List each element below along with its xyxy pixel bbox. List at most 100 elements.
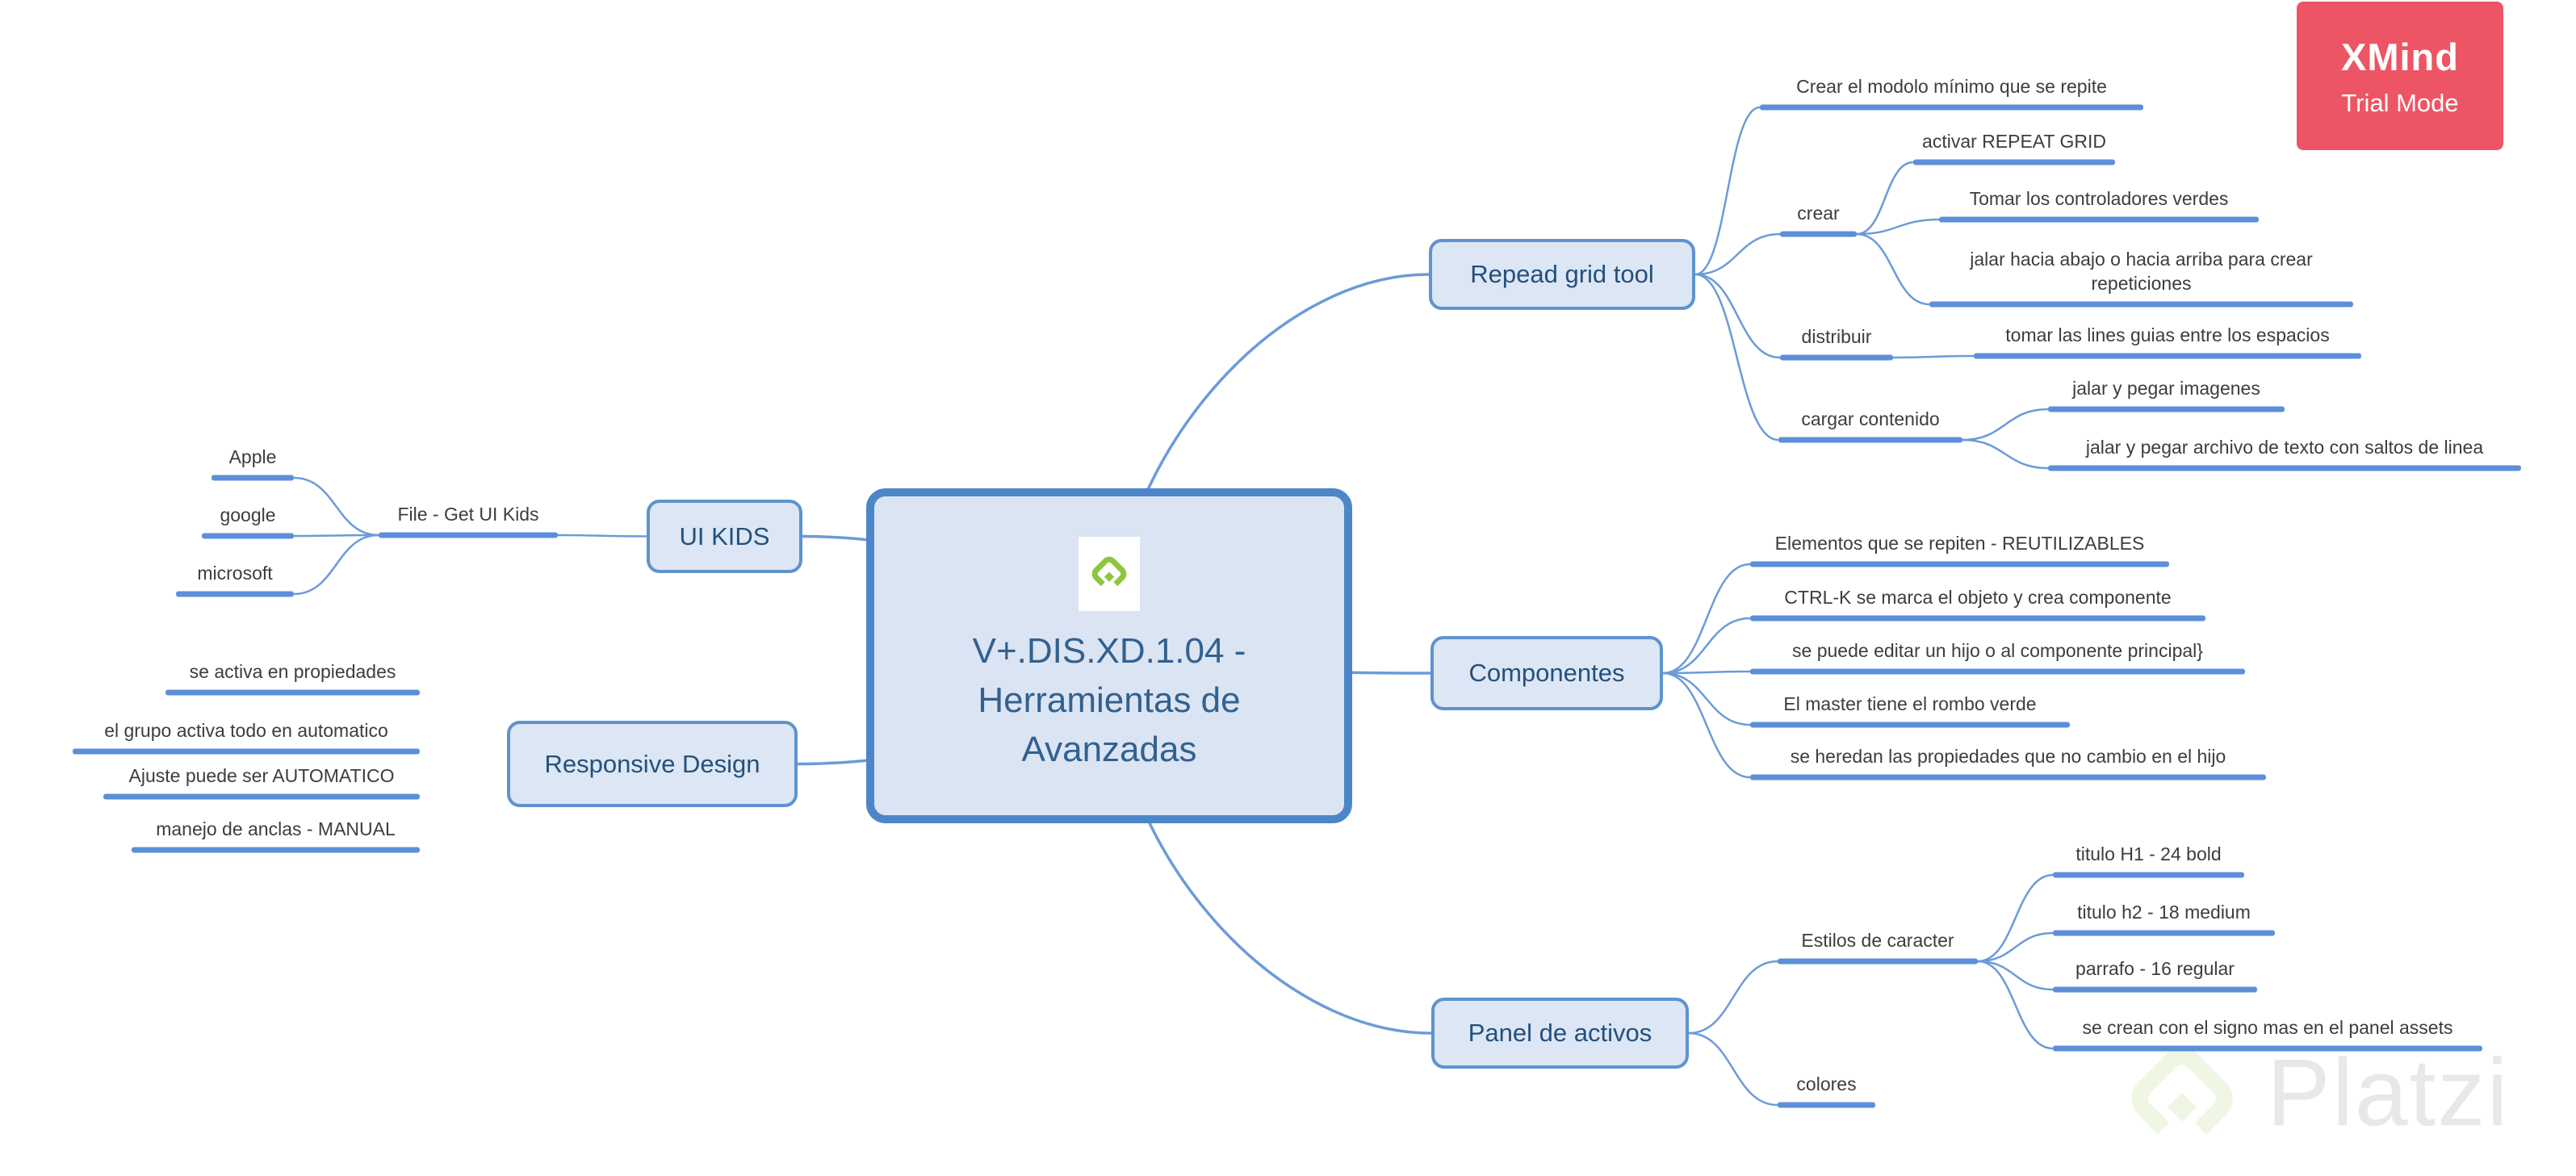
- topic-underline-comp2: [1750, 615, 2205, 621]
- branch-curve: [292, 534, 380, 596]
- topic-est3[interactable]: parrafo - 16 regular: [2075, 958, 2235, 980]
- topic-label-responsive: Responsive Design: [544, 749, 760, 778]
- branch-curve: [1661, 563, 1752, 675]
- topic-file[interactable]: File - Get UI Kids: [397, 504, 539, 525]
- topic-underline-cargar1: [2048, 406, 2285, 412]
- topic-est2[interactable]: titulo h2 - 18 medium: [2077, 902, 2251, 923]
- topic-underline-cargar: [1778, 437, 1962, 443]
- branch-curve: [1891, 354, 1975, 359]
- topic-underline-apple: [212, 475, 294, 481]
- branch-curve: [1855, 161, 1915, 236]
- branch-curve: [1694, 273, 1782, 359]
- xd-logo-image: [1079, 537, 1140, 612]
- topic-crear[interactable]: crear: [1797, 203, 1840, 224]
- topic-panel[interactable]: Panel de activos: [1431, 998, 1689, 1069]
- topic-underline-google: [202, 533, 294, 539]
- topic-central[interactable]: V+.DIS.XD.1.04 - Herramientas de Avanzad…: [866, 488, 1352, 823]
- platzi-diamond-icon: [2131, 1048, 2233, 1165]
- topic-label-uikids: UI KIDS: [679, 521, 770, 550]
- topic-google[interactable]: google: [220, 504, 276, 526]
- topic-underline-microsoft: [176, 591, 294, 597]
- branch-curve: [292, 476, 380, 537]
- topic-dist1[interactable]: tomar las lines guias entre los espacios: [2005, 324, 2330, 346]
- topic-underline-estilos: [1778, 958, 1978, 965]
- topic-crear1[interactable]: activar REPEAT GRID: [1922, 131, 2106, 153]
- topic-apple[interactable]: Apple: [228, 446, 277, 468]
- topic-componentes[interactable]: Componentes: [1430, 636, 1663, 710]
- branch-curve: [1661, 672, 1752, 726]
- topic-cargar1[interactable]: jalar y pegar imagenes: [2072, 378, 2260, 400]
- topic-underline-est1: [2053, 872, 2244, 878]
- topic-comp2[interactable]: CTRL-K se marca el objeto y crea compone…: [1784, 587, 2172, 609]
- topic-est1[interactable]: titulo H1 - 24 bold: [2075, 843, 2222, 865]
- xmind-badge-title: XMind: [2341, 35, 2459, 78]
- topic-cargar2[interactable]: jalar y pegar archivo de texto con salto…: [2085, 437, 2484, 458]
- topic-label-repead: Repead grid tool: [1470, 260, 1654, 288]
- topic-underline-resp2: [73, 748, 420, 755]
- topic-estilos[interactable]: Estilos de caracter: [1801, 930, 1954, 952]
- platzi-text-watermark: Platzi: [2267, 1040, 2510, 1146]
- topic-crear2[interactable]: Tomar los controladores verdes: [1969, 188, 2229, 210]
- topic-rg1[interactable]: Crear el modolo mínimo que se repite: [1796, 76, 2107, 98]
- topic-crear3[interactable]: jalar hacia abajo o hacia arriba para cr…: [1970, 249, 2313, 295]
- branch-curve: [1976, 873, 2055, 963]
- topic-resp4[interactable]: manejo de anclas - MANUAL: [156, 818, 396, 840]
- topic-underline-rg1: [1760, 104, 2143, 111]
- topic-underline-est2: [2053, 930, 2275, 936]
- branch-curve: [1961, 438, 2050, 470]
- branch-curve: [292, 534, 380, 538]
- topic-underline-comp1: [1750, 561, 2169, 567]
- branch-curve: [1661, 672, 1752, 779]
- topic-comp5[interactable]: se heredan las propiedades que no cambio…: [1790, 746, 2226, 768]
- topic-underline-resp4: [132, 847, 420, 853]
- topic-underline-distribuir: [1780, 354, 1893, 361]
- platzi-diamond-icon: [1091, 557, 1127, 597]
- branch-curve: [1694, 106, 1761, 276]
- topic-underline-file: [379, 532, 558, 538]
- topic-underline-resp1: [165, 689, 420, 696]
- topic-underline-crear3: [1929, 301, 2353, 308]
- topic-resp2[interactable]: el grupo activa todo en automatico: [104, 720, 388, 742]
- topic-underline-comp5: [1750, 774, 2266, 781]
- topic-underline-crear: [1780, 231, 1857, 237]
- branch-curve: [1694, 273, 1780, 442]
- topic-underline-comp3: [1750, 668, 2245, 675]
- topic-underline-est3: [2053, 986, 2257, 993]
- topic-repead[interactable]: Repead grid tool: [1429, 239, 1695, 310]
- xmind-trial-badge: XMind Trial Mode: [2297, 2, 2503, 150]
- topic-underline-dist1: [1974, 353, 2361, 359]
- topic-underline-comp4: [1750, 722, 2070, 728]
- topic-underline-crear1: [1913, 159, 2115, 165]
- branch-curve: [1687, 960, 1779, 1035]
- topic-label-central: V+.DIS.XD.1.04 - Herramientas de Avanzad…: [972, 631, 1246, 769]
- topic-underline-est4: [2053, 1045, 2482, 1052]
- topic-resp1[interactable]: se activa en propiedades: [189, 661, 396, 683]
- branch-curve: [1976, 960, 2055, 991]
- topic-comp3[interactable]: se puede editar un hijo o al componente …: [1792, 640, 2203, 662]
- topic-underline-colores: [1778, 1102, 1875, 1108]
- branch-curve: [1855, 232, 1931, 306]
- topic-underline-crear2: [1939, 216, 2259, 223]
- topic-resp3[interactable]: Ajuste puede ser AUTOMATICO: [128, 765, 395, 787]
- topic-label-panel: Panel de activos: [1468, 1019, 1652, 1047]
- branch-curve: [556, 534, 648, 538]
- branch-curve: [1976, 960, 2055, 1050]
- branch-curve: [1661, 617, 1752, 675]
- topic-est4[interactable]: se crean con el signo mas en el panel as…: [2082, 1017, 2453, 1039]
- xmind-badge-subtitle: Trial Mode: [2341, 88, 2459, 117]
- topic-uikids[interactable]: UI KIDS: [647, 500, 802, 573]
- topic-distribuir[interactable]: distribuir: [1801, 326, 1872, 348]
- topic-microsoft[interactable]: microsoft: [197, 563, 273, 584]
- branch-curve: [1661, 670, 1752, 675]
- branch-curve: [1961, 408, 2050, 442]
- topic-label-componentes: Componentes: [1468, 659, 1625, 687]
- topic-comp4[interactable]: El master tiene el rombo verde: [1783, 693, 2037, 715]
- platzi-logo-watermark: [2113, 1030, 2251, 1167]
- topic-underline-resp3: [103, 793, 420, 800]
- topic-comp1[interactable]: Elementos que se repiten - REUTILIZABLES: [1774, 533, 2145, 555]
- branch-curve: [1694, 232, 1782, 276]
- topic-responsive[interactable]: Responsive Design: [507, 721, 798, 807]
- topic-cargar[interactable]: cargar contenido: [1801, 408, 1940, 430]
- topic-colores[interactable]: colores: [1796, 1073, 1857, 1095]
